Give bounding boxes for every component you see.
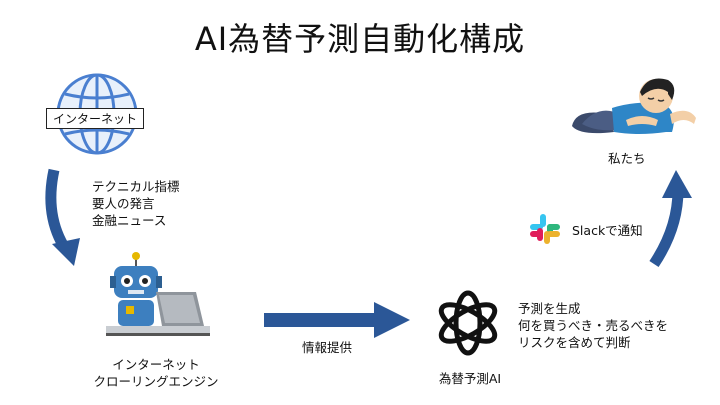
crawler-label-line1: インターネット — [112, 357, 200, 372]
source-item: テクニカル指標 — [92, 179, 180, 194]
slack-icon — [530, 214, 560, 244]
person-illustration — [572, 78, 696, 134]
crawler-label: インターネット クローリングエンジン — [84, 356, 228, 390]
source-list: テクニカル指標 要人の発言 金融ニュース — [92, 178, 180, 229]
source-item: 要人の発言 — [92, 196, 155, 211]
users-label: 私たち — [608, 151, 646, 166]
ai-logo-icon — [438, 290, 498, 356]
arrow-label: 情報提供 — [302, 340, 353, 355]
robot-icon — [106, 252, 210, 336]
page-title: AI為替予測自動化構成 — [194, 20, 526, 58]
task-item: 何を買うべき・売るべきを — [518, 318, 669, 333]
task-item: 予測を生成 — [518, 301, 581, 316]
arrow-right — [264, 302, 410, 338]
source-item: 金融ニュース — [92, 213, 167, 228]
notify-label: Slackで通知 — [572, 223, 643, 238]
curved-arrow-down — [45, 168, 80, 266]
internet-label: インターネット — [46, 108, 145, 129]
task-item: リスクを含めて判断 — [518, 335, 631, 350]
crawler-label-line2: クローリングエンジン — [93, 374, 219, 389]
curved-arrow-up — [649, 170, 692, 268]
ai-label: 為替予測AI — [438, 371, 502, 386]
task-list: 予測を生成 何を買うべき・売るべきを リスクを含めて判断 — [518, 300, 668, 351]
